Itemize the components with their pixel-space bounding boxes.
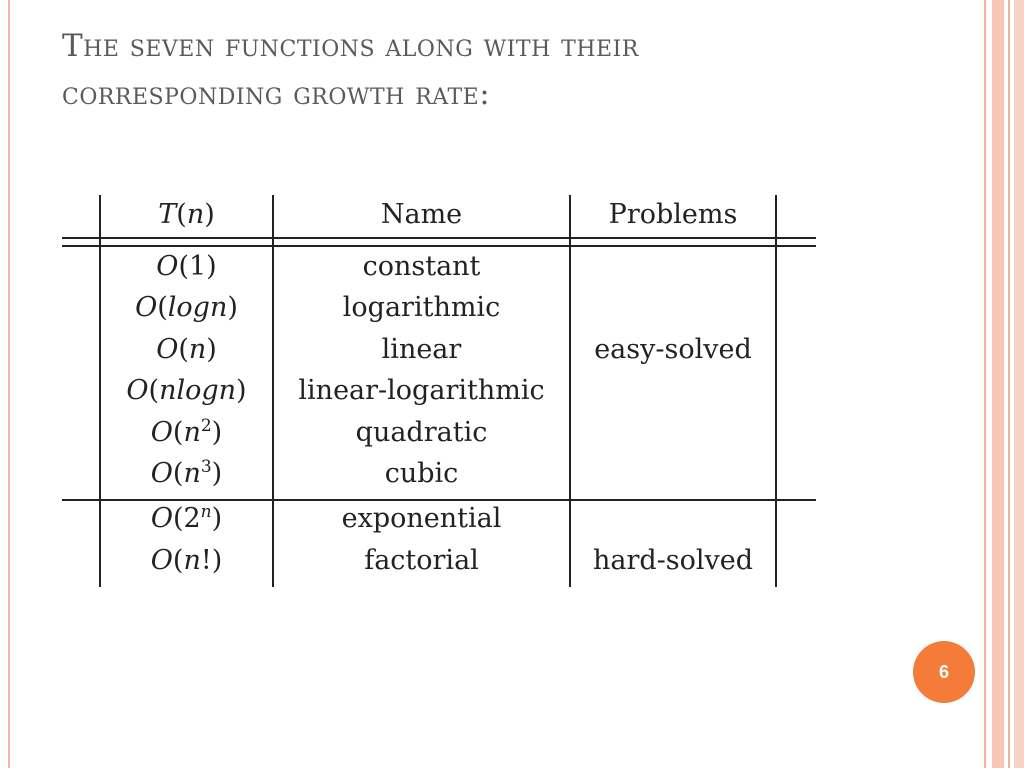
cell-name-row-8: factorial [364,545,479,576]
cell-t-row-5: O(n2) [150,416,223,448]
cell-name-row-7: exponential [341,503,502,534]
cell-t-row-4: O(nlogn) [126,375,247,406]
table-header-rule-bottom [62,245,816,247]
title-line-1: The seven functions along with their [62,28,639,64]
header-name: Name [380,199,463,230]
cell-t-row-3: O(n) [156,334,217,365]
table-group-rule [62,499,816,501]
cell-t-row-2: O(logn) [135,292,238,323]
cell-name-row-6: cubic [384,458,459,489]
cell-name-row-5: quadratic [355,417,488,448]
header-t: T(n) [158,199,215,230]
page-number-badge: 6 [913,641,975,703]
right-decorative-stripes [984,0,1024,768]
cell-problems-easy: easy-solved [594,334,752,365]
table-vline-2 [569,195,571,587]
title-line-2: corresponding growth rate: [62,76,491,112]
table-vline-right [775,195,777,587]
cell-name-row-3: linear [381,334,462,365]
cell-name-row-4: linear-logarithmic [298,375,545,406]
growth-rate-table: T(n) Name Problems O(1) O(logn) O(n) O(n… [62,195,816,587]
header-problems: Problems [608,199,738,230]
left-border [8,0,10,768]
table-vline-1 [272,195,274,587]
cell-name-row-2: logarithmic [342,292,501,323]
cell-t-row-7: O(2n) [150,502,223,534]
slide-title: The seven functions along with their cor… [62,22,902,118]
table-header-rule-top [62,237,816,239]
table-vline-left [99,195,101,587]
cell-t-row-8: O(n!) [150,545,223,576]
cell-problems-hard: hard-solved [592,545,754,576]
cell-t-row-1: O(1) [156,251,217,282]
cell-t-row-6: O(n3) [150,457,223,489]
cell-name-row-1: constant [362,251,481,282]
